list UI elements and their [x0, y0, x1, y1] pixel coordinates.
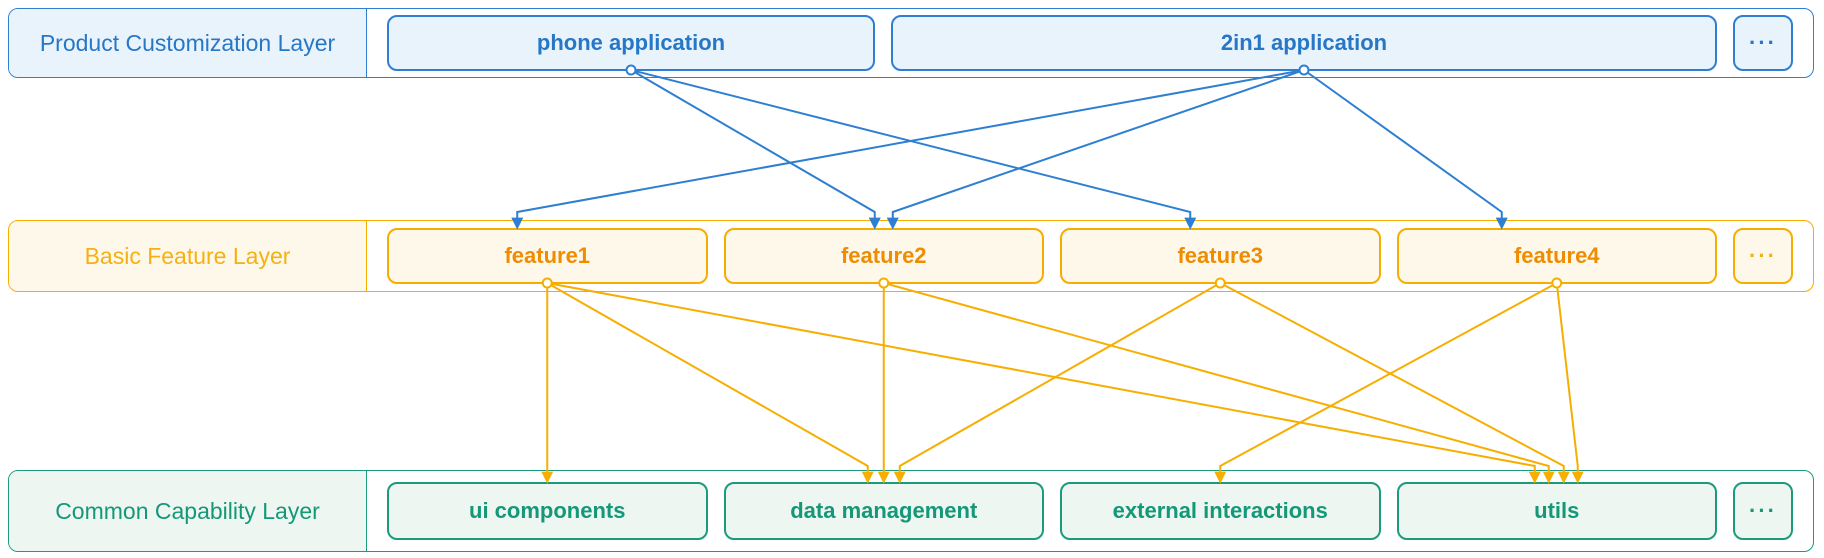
node-feature2: feature2 — [723, 228, 1044, 284]
layer-common-capability: Common Capability Layer ui components dat… — [8, 470, 1814, 552]
more-ellipsis-box-product: ··· — [1733, 15, 1793, 71]
capability-boxes-row: ui components data management external int… — [367, 471, 1813, 551]
node-phone: phone application — [387, 15, 875, 71]
layer-label-common-capability: Common Capability Layer — [9, 471, 367, 551]
node-dm: data management — [723, 482, 1044, 540]
node-feature4: feature4 — [1396, 228, 1717, 284]
node-app2in1: 2in1 application — [891, 15, 1717, 71]
feature-boxes-row: feature1 feature2 feature3 feature4 ··· — [367, 221, 1813, 291]
product-boxes-row: phone application 2in1 application ··· — [367, 9, 1813, 77]
more-ellipsis-box-feature: ··· — [1733, 228, 1793, 284]
node-utils: utils — [1396, 482, 1717, 540]
layer-label-product-customization: Product Customization Layer — [9, 9, 367, 77]
node-ext: external interactions — [1060, 482, 1381, 540]
node-feature1: feature1 — [387, 228, 708, 284]
layer-product-customization: Product Customization Layer phone applic… — [8, 8, 1814, 78]
layer-label-basic-feature: Basic Feature Layer — [9, 221, 367, 291]
more-ellipsis-box-capability: ··· — [1733, 482, 1793, 540]
node-ui: ui components — [387, 482, 708, 540]
node-feature3: feature3 — [1060, 228, 1381, 284]
